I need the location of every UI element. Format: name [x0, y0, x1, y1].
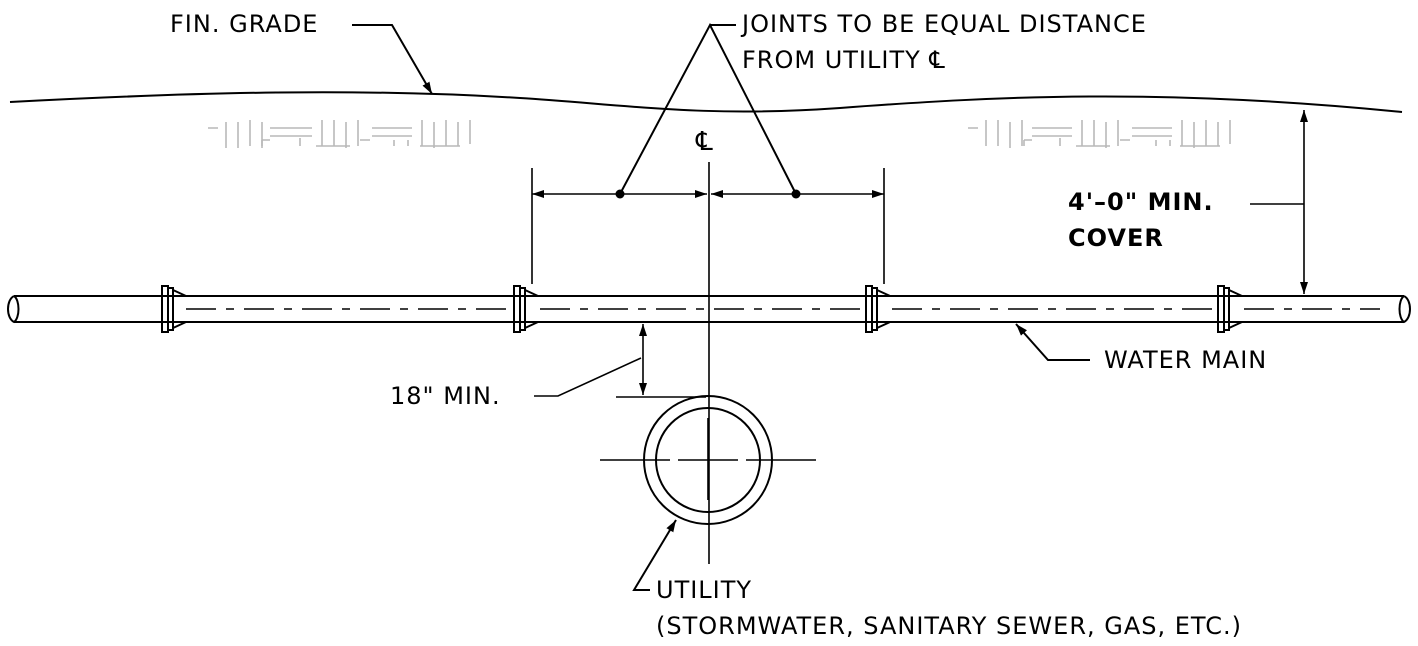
water-main-leader [1015, 323, 1090, 361]
utility-label-line1: UTILITY [656, 576, 752, 604]
centerline-symbol: ℄ [695, 127, 713, 157]
joints-note-line2: FROM UTILITY ℄ [742, 46, 946, 74]
cover-label-line2: COVER [1068, 224, 1164, 252]
utility-pipe [600, 395, 816, 525]
joint-dot-right [791, 189, 801, 199]
fin-grade-label: FIN. GRADE [170, 10, 318, 38]
soil-hatch-left [208, 120, 471, 148]
fin-grade-leader [352, 24, 433, 95]
water-main-label: WATER MAIN [1104, 346, 1267, 374]
utility-label-line2: (STORMWATER, SANITARY SEWER, GAS, ETC.) [656, 612, 1242, 640]
utility-leader [632, 519, 677, 591]
cover-label-line1: 4'–0" MIN. [1068, 188, 1214, 216]
pipe-joint-3 [865, 285, 891, 333]
joint-dot-left [615, 189, 625, 199]
pipe-joint-4 [1217, 285, 1243, 333]
finished-grade-line [9, 91, 1403, 113]
water-main-pipe [7, 285, 1411, 333]
pipe-joint-2 [513, 285, 539, 333]
joints-note-line1: JOINTS TO BE EQUAL DISTANCE [740, 10, 1147, 38]
soil-hatch-right [968, 120, 1231, 148]
joints-leader [619, 22, 797, 195]
separation-label: 18" MIN. [390, 382, 501, 410]
separation-leader [534, 357, 642, 397]
pipe-joint-1 [161, 285, 187, 333]
